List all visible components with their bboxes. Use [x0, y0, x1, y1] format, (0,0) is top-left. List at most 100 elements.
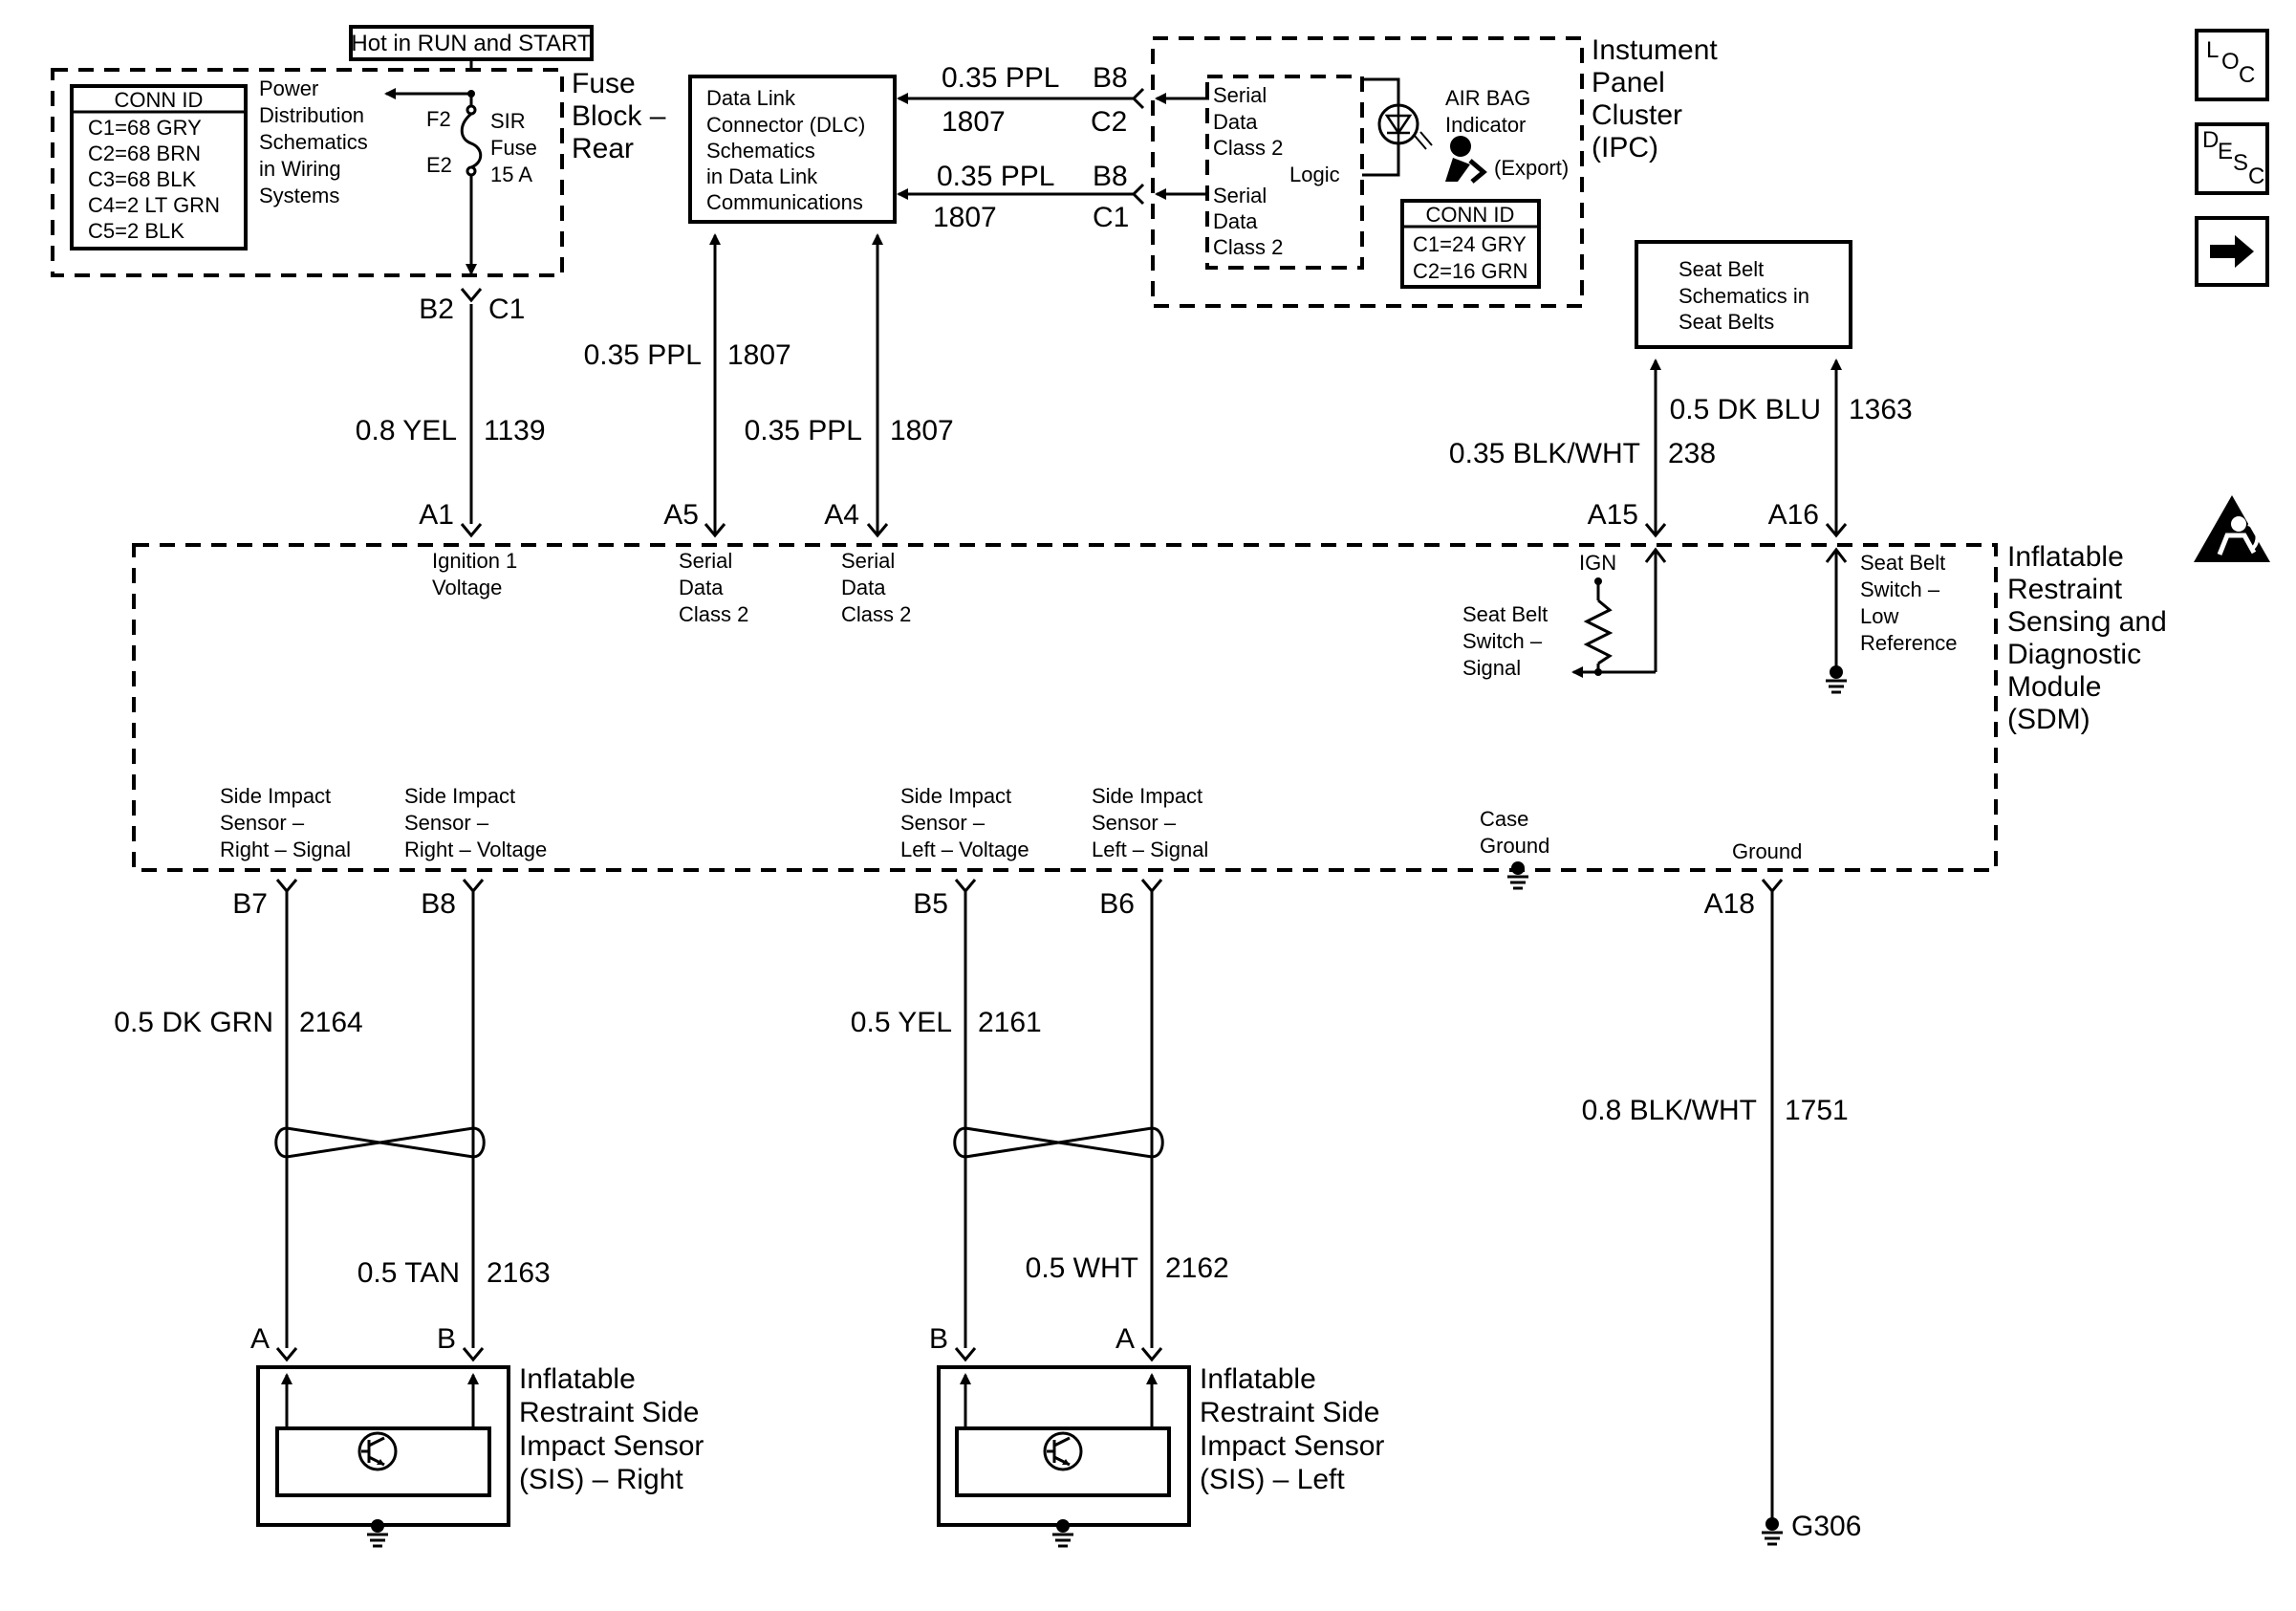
wire-2163: B8 0.5 TAN 2163 — [357, 879, 551, 1348]
svg-text:Sensing and: Sensing and — [2007, 606, 2167, 638]
svg-text:(SDM): (SDM) — [2007, 704, 2090, 735]
wire-2162: B6 0.5 WHT 2162 — [1026, 879, 1229, 1348]
conn-c2: C2 — [1091, 106, 1127, 138]
airbag-indicator-label: AIR BAG — [1445, 86, 1530, 110]
wire-gauge: 0.5 YEL — [851, 1007, 952, 1038]
wire-circuit: 1807 — [890, 415, 954, 446]
fuse-block-outline — [51, 68, 564, 277]
svg-text:Seat Belt: Seat Belt — [1679, 257, 1764, 281]
svg-text:Class 2: Class 2 — [679, 602, 748, 626]
instrument-panel-cluster: Serial Data Class 2 Serial Data Class 2 … — [1151, 34, 1718, 308]
ignition-voltage-label: Ignition 1 — [432, 549, 517, 573]
sdm-title: Inflatable — [2007, 541, 2124, 573]
export-label: (Export) — [1494, 156, 1569, 180]
ipc-conn-id-table — [1400, 199, 1541, 289]
loc-icon[interactable]: L O C — [2195, 29, 2269, 101]
wire-gauge: 0.35 PPL — [942, 62, 1059, 94]
fuse-pin-e2: E2 — [426, 153, 452, 177]
svg-text:Low: Low — [1860, 604, 1898, 628]
ground-id-g306: G306 — [1791, 1511, 1861, 1542]
svg-text:(SIS) – Left: (SIS) – Left — [1200, 1464, 1345, 1495]
sis-right-voltage-label: Side Impact — [404, 784, 515, 808]
wire-circuit: 2163 — [487, 1257, 551, 1289]
sir-fuse-label: SIR — [490, 109, 526, 133]
wire-circuit: 238 — [1668, 438, 1716, 469]
pin-a4: A4 — [824, 499, 859, 531]
svg-text:Sensor –: Sensor – — [900, 811, 986, 835]
wire-circuit: 2164 — [299, 1007, 363, 1038]
conn-id-entry: C2=68 BRN — [88, 142, 201, 165]
conn-id-title: CONN ID — [115, 88, 204, 112]
pin-c1: C1 — [488, 294, 525, 325]
sis-right-sensor: A B Inflatable Restraint Side Impact Sen… — [250, 1323, 704, 1548]
wire-gauge: 0.35 PPL — [584, 339, 702, 371]
pin-a5: A5 — [663, 499, 699, 531]
wire-circuit: 1807 — [727, 339, 791, 371]
svg-text:Sensor –: Sensor – — [1092, 811, 1177, 835]
wire-238: 0.35 BLK/WHT 238 A15 — [1449, 359, 1716, 538]
svg-text:Rear: Rear — [572, 133, 634, 164]
ground-icon — [367, 1519, 388, 1548]
sis-left-signal-label: Side Impact — [1092, 784, 1202, 808]
svg-text:Left – Signal: Left – Signal — [1092, 838, 1208, 861]
airbag-occupant-icon — [1445, 136, 1487, 184]
sis-pin-a: A — [1116, 1323, 1135, 1355]
next-arrow-icon[interactable] — [2195, 216, 2269, 287]
wire-circuit: 1807 — [942, 106, 1006, 138]
ipc-serial-data-label: Serial — [1213, 83, 1267, 107]
pin-b6: B6 — [1099, 888, 1135, 920]
wire-gauge: 0.5 TAN — [357, 1257, 460, 1289]
wire-circuit: 1807 — [933, 202, 997, 233]
svg-text:Signal: Signal — [1462, 656, 1521, 680]
svg-text:C: C — [2239, 62, 2255, 88]
sdm-module: Inflatable Restraint Sensing and Diagnos… — [132, 541, 2167, 890]
svg-text:Cluster: Cluster — [1592, 99, 1682, 131]
wire-1363: 0.5 DK BLU 1363 A16 — [1670, 359, 1913, 538]
wire-gauge: 0.35 PPL — [745, 415, 862, 446]
svg-text:Communications: Communications — [706, 190, 863, 214]
pin-b8: B8 — [1093, 161, 1128, 192]
twisted-pair-left-icon — [953, 1126, 1164, 1159]
svg-text:Connector (DLC): Connector (DLC) — [706, 113, 865, 137]
svg-text:Diagnostic: Diagnostic — [2007, 639, 2141, 670]
pull-up-resistor-symbol — [1583, 599, 1614, 665]
svg-text:Restraint Side: Restraint Side — [1200, 1397, 1379, 1428]
svg-text:Right – Voltage: Right – Voltage — [404, 838, 547, 861]
svg-text:Ground: Ground — [1480, 834, 1549, 858]
wire-gauge: 0.5 WHT — [1026, 1252, 1138, 1284]
conn-id-entry: C4=2 LT GRN — [88, 193, 220, 217]
desc-icon[interactable]: D E S C — [2195, 122, 2269, 195]
case-ground-label: Case — [1480, 807, 1528, 831]
serial-data-label: Serial — [679, 549, 732, 573]
svg-text:Class 2: Class 2 — [1213, 235, 1283, 259]
sis-pin-b: B — [437, 1323, 456, 1355]
seat-belt-signal-label: Seat Belt — [1462, 602, 1548, 626]
wire-circuit: 1751 — [1785, 1095, 1849, 1126]
conn-c1: C1 — [1093, 202, 1129, 233]
hot-in-run-start-label: Hot in RUN and START — [351, 31, 592, 56]
ipc-dlc-wire-bottom: 0.35 PPL 1807 B8 C1 — [897, 161, 1145, 233]
airbag-warning-icon — [2194, 495, 2270, 562]
sis-right-title: Inflatable — [519, 1363, 636, 1395]
power-distribution-reference: Power Distribution Schematics in Wiring … — [259, 76, 368, 207]
svg-text:Right – Signal: Right – Signal — [220, 838, 351, 861]
svg-text:Restraint Side: Restraint Side — [519, 1397, 699, 1428]
svg-text:Voltage: Voltage — [432, 576, 502, 599]
fuse-block-title: Fuse — [572, 68, 636, 99]
sis-pin-b: B — [929, 1323, 948, 1355]
sir-fuse-symbol — [460, 112, 483, 169]
wire-1807-a4: 0.35 PPL 1807 A4 — [745, 233, 954, 538]
svg-text:L: L — [2206, 37, 2219, 63]
conn-id-entry: C5=2 BLK — [88, 219, 184, 243]
svg-text:Systems: Systems — [259, 184, 339, 207]
wire-2161: B5 0.5 YEL 2161 — [851, 879, 1042, 1348]
sis-left-sensor: B A Inflatable Restraint Side Impact Sen… — [929, 1323, 1384, 1548]
pin-b2: B2 — [419, 294, 454, 325]
pin-a1: A1 — [419, 499, 454, 531]
conn-id-entry: C1=24 GRY — [1413, 232, 1527, 256]
conn-id-entry: C1=68 GRY — [88, 116, 202, 140]
svg-text:Sensor –: Sensor – — [220, 811, 305, 835]
ipc-serial-data-label: Serial — [1213, 184, 1267, 207]
wire-circuit: 1363 — [1849, 394, 1913, 425]
